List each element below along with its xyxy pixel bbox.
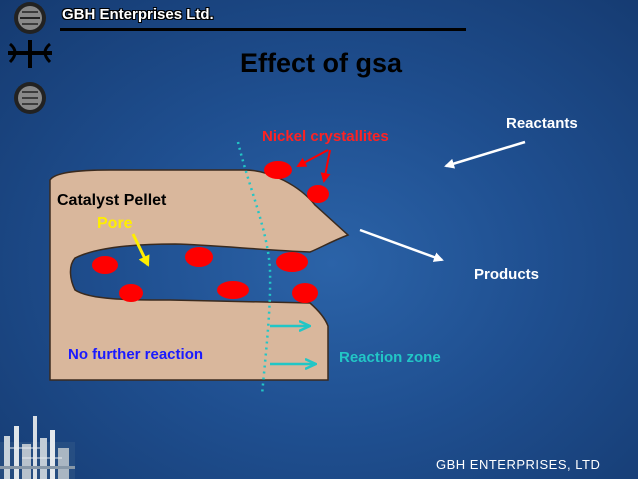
products-arrow	[359, 228, 444, 262]
crystallite	[276, 252, 308, 272]
company-name: GBH Enterprises Ltd.	[62, 6, 214, 23]
nickel-arrow	[320, 149, 331, 183]
refinery-icon	[0, 416, 75, 479]
crystallite	[92, 256, 118, 274]
crystallite	[119, 284, 143, 302]
logo-icon	[8, 2, 52, 114]
reactants-label: Reactants	[506, 115, 578, 132]
slide-title: Effect of gsa	[239, 48, 403, 78]
pore-label: Pore	[97, 215, 133, 232]
nickel-crystallites-label: Nickel crystallites	[262, 128, 389, 145]
crystallite	[307, 185, 329, 203]
nickel-arrow	[296, 149, 329, 167]
pore-arrow	[131, 233, 150, 267]
catalyst-pellet-label: Catalyst Pellet	[57, 192, 167, 209]
reactants-arrow	[444, 140, 526, 169]
header-divider	[60, 28, 466, 31]
crystallite	[292, 283, 318, 303]
reaction-front-line	[236, 141, 272, 396]
crystallite	[264, 161, 292, 179]
crystallite	[185, 247, 213, 267]
products-label: Products	[474, 266, 540, 283]
reaction-zone-label: Reaction zone	[339, 349, 441, 366]
crystallite	[217, 281, 249, 299]
no-further-reaction-label: No further reaction	[68, 346, 204, 363]
footer-company: GBH ENTERPRISES, LTD	[436, 457, 601, 472]
